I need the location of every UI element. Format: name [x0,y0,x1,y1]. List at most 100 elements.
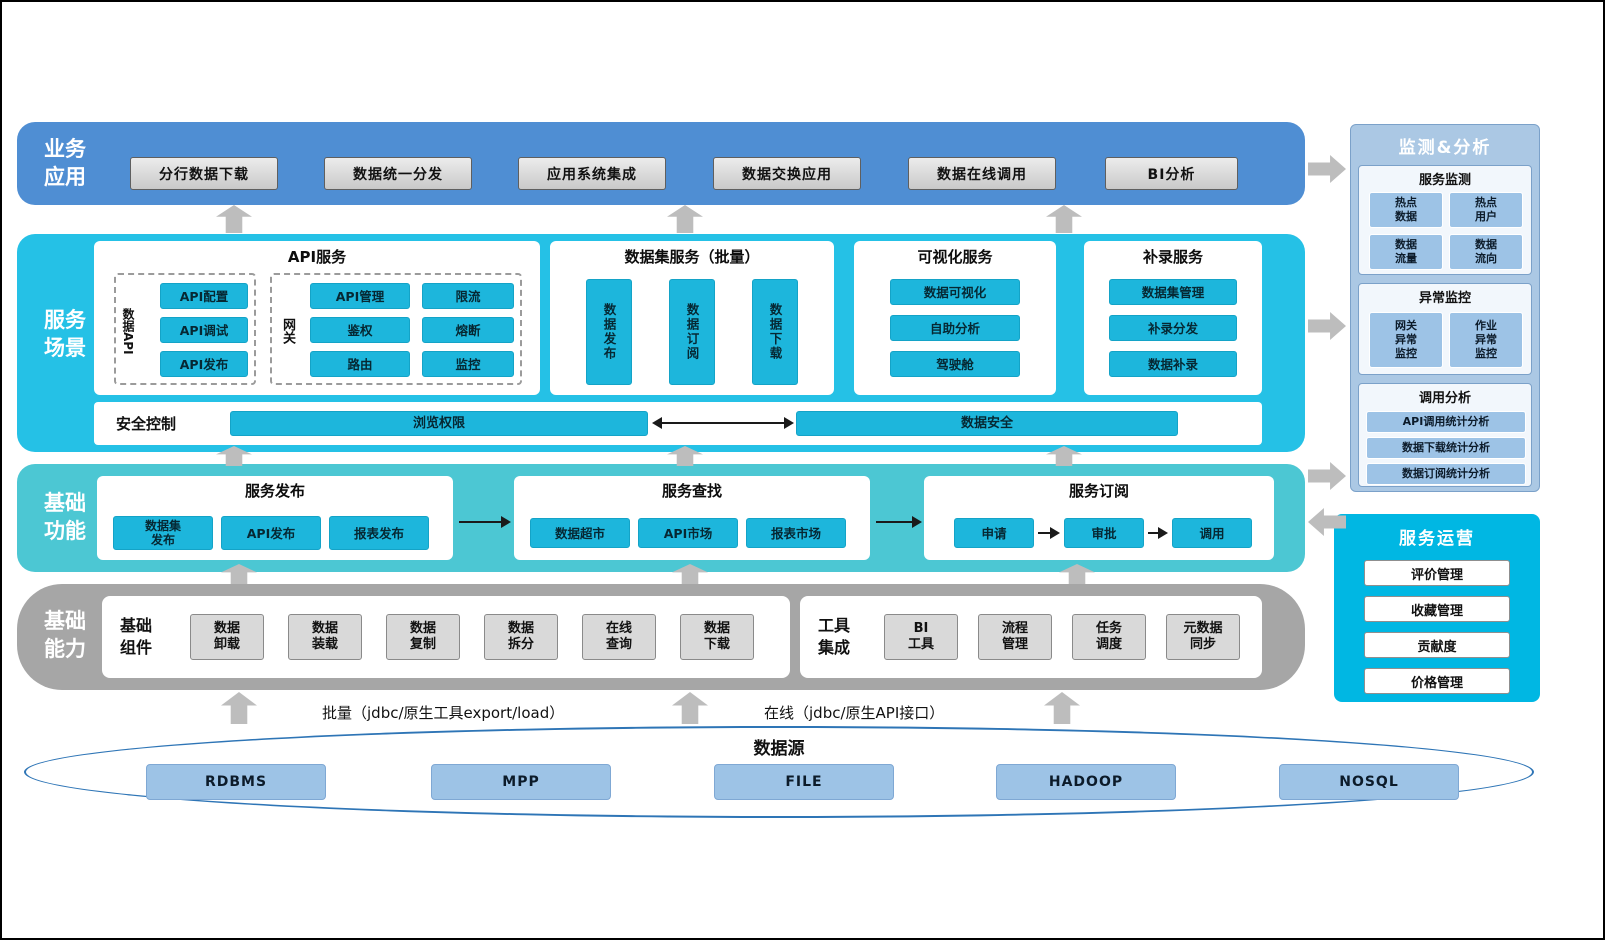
group-title: 调用分析 [1418,391,1471,406]
node-makeup-distribute: 补录分发 [1109,315,1237,341]
up-arrow-icon [216,205,252,233]
node-routing: 路由 [310,351,410,377]
group-invoke-analysis: 调用分析 API调用统计分析 数据下载统计分析 数据订阅统计分析 [1358,383,1532,487]
node-data-copy: 数据 复制 [386,614,460,660]
up-arrow-icon [672,692,708,724]
node-api-invoke-stats: API调用统计分析 [1366,411,1526,433]
node-invoke: 调用 [1172,518,1252,548]
layer-basic-capabilities: 基础 能力 基础 组件 数据 卸载 数据 装载 数据 复制 数据 拆分 在线 查… [17,584,1305,690]
right-arrow-icon [1308,155,1346,183]
group-title: 服务发布 [244,482,305,500]
node-apply: 申请 [954,518,1034,548]
group-basic-components: 基础 组件 数据 卸载 数据 装载 数据 复制 数据 拆分 在线 查询 数据 下… [102,596,790,678]
node-data-flow: 数据 流向 [1449,234,1523,270]
node-app-integration: 应用系统集成 [518,157,666,190]
node-rate-limit: 限流 [422,283,514,309]
node-bi-analysis: BI分析 [1105,157,1238,190]
node-process-manage: 流程 管理 [978,614,1052,660]
group-label-tools: 工具 集成 [818,616,851,658]
layer-business-apps: 业务 应用 分行数据下载 数据统一分发 应用系统集成 数据交换应用 数据在线调用… [17,122,1305,205]
group-title: 异常监控 [1418,291,1471,306]
layer-label-functions: 基础 功能 [44,491,86,544]
layer-label-capabilities: 基础 能力 [44,609,86,662]
note-batch-channel: 批量（jdbc/原生工具export/load） [322,704,565,722]
node-data-mart: 数据超市 [530,518,630,548]
node-mpp: MPP [431,764,611,800]
node-cockpit: 驾驶舱 [890,351,1020,377]
node-contribution: 贡献度 [1364,632,1510,658]
node-data-makeup: 数据补录 [1109,351,1237,377]
layer-label-business: 业务 应用 [44,137,86,190]
node-data-visualization: 数据可视化 [890,279,1020,305]
node-data-security: 数据安全 [796,411,1178,436]
group-dataset-service: 数据集服务（批量） 数据发布 数据订阅 数据下载 [550,241,834,395]
node-data-load: 数据 装载 [288,614,362,660]
group-tool-integration: 工具 集成 BI 工具 流程 管理 任务 调度 元数据 同步 [800,596,1262,678]
layer-label-scenarios: 服务 场景 [44,308,86,361]
right-arrow-icon [1308,312,1346,340]
layer-label-datasource: 数据源 [753,739,805,759]
node-approve: 审批 [1064,518,1144,548]
group-service-search: 服务查找 数据超市 API市场 报表市场 [514,476,870,560]
node-hadoop: HADOOP [996,764,1176,800]
node-data-traffic: 数据 流量 [1369,234,1443,270]
node-data-download: 数据下载 [752,279,798,385]
up-arrow-icon [221,692,257,724]
group-label-components: 基础 组件 [120,616,153,658]
node-hot-data: 热点 数据 [1369,192,1443,228]
group-title: 补录服务 [1142,248,1203,266]
layer-basic-functions: 基础 功能 服务发布 数据集 发布 API发布 报表发布 服务查找 数据超市 A… [17,464,1305,572]
up-arrow-icon [1046,205,1082,233]
layer-data-sources: 数据源 RDBMS MPP FILE HADOOP NOSQL [24,726,1534,818]
node-task-schedule: 任务 调度 [1072,614,1146,660]
node-dataset-manage: 数据集管理 [1109,279,1237,305]
flow-arrow-icon [876,516,922,528]
node-job-exception: 作业 异常 监控 [1449,312,1523,368]
double-arrow-icon [652,417,794,429]
group-exception-monitor: 异常监控 网关 异常 监控 作业 异常 监控 [1358,283,1532,375]
group-service-monitor: 服务监测 热点 数据 热点 用户 数据 流量 数据 流向 [1358,165,1532,275]
node-rdbms: RDBMS [146,764,326,800]
node-favorite-manage: 收藏管理 [1364,596,1510,622]
group-service-publish: 服务发布 数据集 发布 API发布 报表发布 [97,476,453,560]
node-self-analysis: 自助分析 [890,315,1020,341]
node-circuit-break: 熔断 [422,317,514,343]
node-api-config: API配置 [160,283,248,309]
group-label-security: 安全控制 [116,415,177,433]
node-browse-permission: 浏览权限 [230,411,648,436]
node-api-market: API市场 [638,518,738,548]
group-label-gateway: 网关 [280,318,295,344]
panel-service-operation: 服务运营 评价管理 收藏管理 贡献度 价格管理 [1334,514,1540,702]
node-price-manage: 价格管理 [1364,668,1510,694]
flow-arrow-icon [1148,527,1168,539]
node-data-unload: 数据 卸载 [190,614,264,660]
flow-arrow-icon [459,516,511,528]
group-api-service: API服务 数据API API配置 API调试 API发布 网关 API管理 限… [94,241,540,395]
node-nosql: NOSQL [1279,764,1459,800]
node-hot-users: 热点 用户 [1449,192,1523,228]
node-monitoring: 监控 [422,351,514,377]
panel-title-monitor: 监测&分析 [1398,138,1492,158]
group-makeup-service: 补录服务 数据集管理 补录分发 数据补录 [1084,241,1262,395]
node-data-split: 数据 拆分 [484,614,558,660]
node-unified-distribution: 数据统一分发 [324,157,472,190]
node-api-publish: API发布 [160,351,248,377]
node-bi-tool: BI 工具 [884,614,958,660]
note-online-channel: 在线（jdbc/原生API接口） [764,704,945,722]
node-data-subscribe: 数据订阅 [669,279,715,385]
right-arrow-icon [1308,462,1346,490]
group-label-data-api: 数据API [121,307,135,355]
node-data-publish: 数据发布 [586,279,632,385]
group-data-api: 数据API API配置 API调试 API发布 [114,273,256,385]
group-service-subscribe: 服务订阅 申请 审批 调用 [924,476,1274,560]
node-dataset-publish: 数据集 发布 [113,516,213,550]
node-gateway-exception: 网关 异常 监控 [1369,312,1443,368]
up-arrow-icon [1044,692,1080,724]
group-visual-service: 可视化服务 数据可视化 自助分析 驾驶舱 [854,241,1056,395]
panel-monitor-analysis: 监测&分析 服务监测 热点 数据 热点 用户 数据 流量 数据 流向 异常监控 … [1350,124,1540,492]
group-title: 服务监测 [1418,173,1471,188]
up-arrow-icon [667,205,703,233]
node-online-query: 在线 查询 [582,614,656,660]
node-download-stats: 数据下载统计分析 [1366,437,1526,459]
